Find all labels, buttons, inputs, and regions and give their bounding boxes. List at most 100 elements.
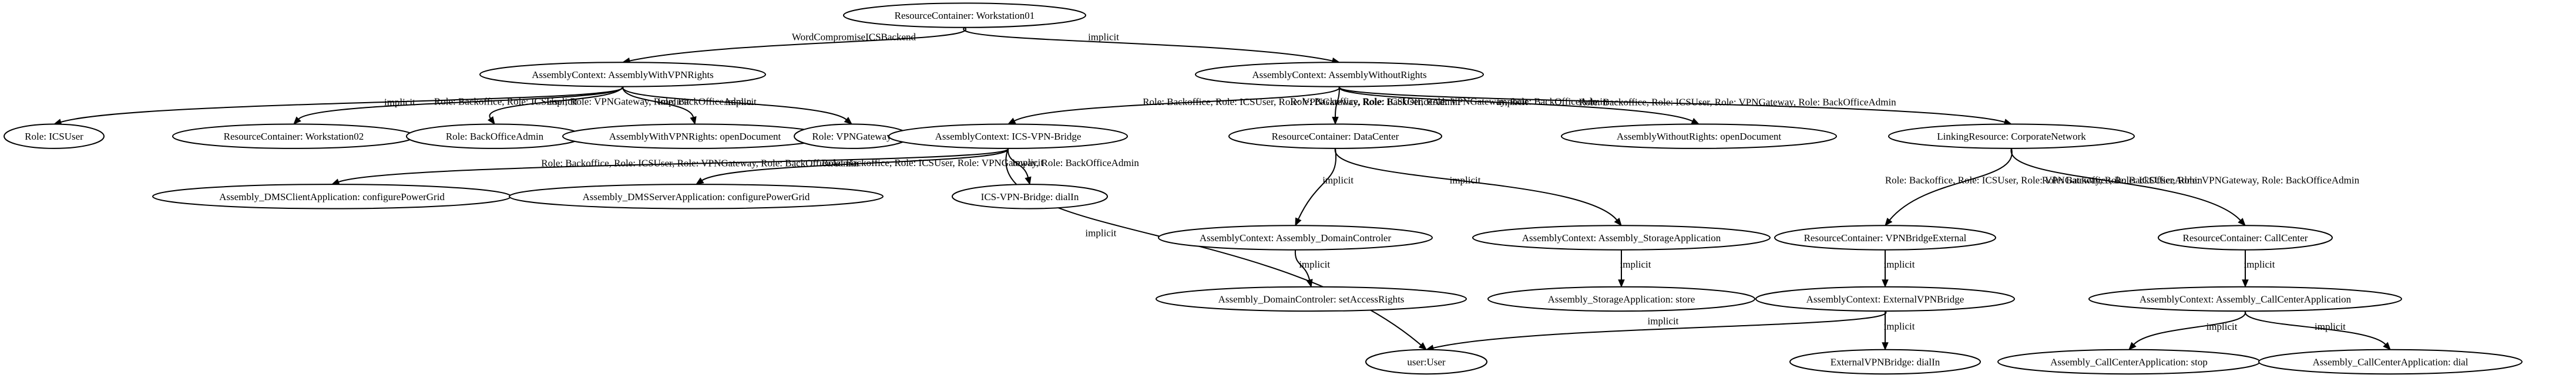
node-callStop: Assembly_CallCenterApplication: stop [1997, 349, 2261, 375]
edge-arrowhead [2383, 342, 2391, 350]
node-ellipse [509, 184, 884, 210]
edge-arrowhead [488, 116, 495, 125]
edge-line [622, 86, 694, 118]
edge-label: implicit [1620, 259, 1651, 270]
edge-acWith-to-roleBOA: implicit [488, 86, 623, 125]
edge-icsBridge-to-icsDial: implicit [1007, 148, 1043, 185]
edge-line [2010, 148, 2241, 221]
edge-arrowhead [1618, 279, 1625, 288]
node-ws02: ResourceContainer: Workstation02 [172, 123, 415, 149]
node-acDomain: AssemblyContext: Assembly_DomainControle… [1158, 225, 1433, 251]
node-label: AssemblyWithVPNRights: openDocument [609, 131, 781, 142]
node-ellipse [1755, 286, 2015, 312]
edge-label: WordCompromiseICSBackend [792, 32, 916, 43]
edge-icsBridge-to-user: implicit [1005, 148, 1427, 350]
node-storageStore: Assembly_StorageApplication: store [1487, 286, 1755, 312]
node-ellipse [888, 123, 1128, 149]
edge-line [2244, 310, 2386, 345]
edge-label: implicit [1322, 174, 1354, 185]
node-label: Assembly_StorageApplication: store [1548, 293, 1695, 305]
edge-acExtVPN-to-user: implicit [1425, 310, 1887, 352]
edge-vpnExt-to-acExtVPN: implicit [1882, 249, 1915, 288]
node-ellipse [1156, 286, 1467, 312]
edge-line [1298, 148, 1337, 219]
node-dmsServer: Assembly_DMSServerApplication: configure… [509, 184, 884, 210]
node-label: AssemblyContext: AssemblyWithoutRights [1252, 69, 1426, 80]
edge-dataCenter-to-acStorage: implicit [1334, 148, 1622, 227]
node-label: ResourceContainer: Workstation01 [895, 10, 1035, 21]
edge-label: implicit [2315, 321, 2346, 332]
edge-acExtVPN-to-extDial: implicit [1882, 311, 1915, 351]
node-label: Assembly_DomainControler: setAccessRight… [1218, 293, 1405, 305]
edge-arrowhead [690, 116, 697, 125]
edge-line [1294, 249, 1311, 281]
node-label: Assembly_CallCenterApplication: stop [2050, 357, 2208, 368]
node-ellipse [952, 184, 1108, 210]
node-extDial: ExternalVPNBridge: dialIn [1789, 349, 1981, 375]
edge-corpNet-to-callCenter: Role: Backoffice, Role: ICSUser, Role: V… [2010, 148, 2360, 227]
edge-label: implicit [2206, 321, 2238, 332]
node-label: AssemblyContext: Assembly_CallCenterAppl… [2140, 293, 2352, 305]
edge-label: implicit [1299, 259, 1330, 270]
edge-arrowhead [293, 116, 301, 125]
edge-arrowhead [2238, 218, 2246, 227]
node-icsDial: ICS-VPN-Bridge: dialIn [952, 184, 1108, 210]
edge-acCall-to-callStop: implicit [2128, 310, 2246, 350]
node-label: Assembly_DMSServerApplication: configure… [583, 191, 810, 202]
edge-line [622, 86, 847, 120]
node-ellipse [479, 62, 766, 87]
edge-line [1338, 86, 1693, 122]
node-roleVPN: Role: VPNGateway [794, 123, 910, 149]
edge-arrowhead [1882, 342, 1889, 351]
node-ellipse [1228, 123, 1442, 149]
node-label: AssemblyContext: ICS-VPN-Bridge [935, 131, 1082, 142]
node-label: ExternalVPNBridge: dialIn [1831, 357, 1940, 368]
edge-line [1334, 148, 1618, 221]
node-acExtVPN: AssemblyContext: ExternalVPNBridge [1755, 286, 2015, 312]
edge-line [489, 86, 623, 119]
edge-line [1007, 148, 1029, 178]
edge-arrowhead [844, 117, 852, 125]
edge-arrowhead [1306, 279, 1313, 288]
edge-arrowhead [695, 177, 704, 185]
node-ellipse [4, 123, 105, 149]
node-ellipse [2158, 225, 2333, 251]
node-ellipse [1561, 123, 1837, 149]
edge-label: Role: Backoffice, Role: ICSUser, Role: V… [1578, 96, 1896, 107]
edge-callCenter-to-acCall: implicit [2242, 249, 2275, 288]
node-label: Role: VPNGateway [812, 131, 892, 142]
node-user: user:User [1365, 349, 1487, 375]
node-label: Assembly_DMSClientApplication: configure… [219, 191, 445, 202]
edge-line [1889, 148, 2013, 221]
edge-label: implicit [1088, 32, 1119, 43]
node-ellipse [2258, 349, 2523, 375]
edge-acWith-to-roleVPN: implicit [622, 86, 852, 125]
edge-line [701, 147, 1009, 181]
edge-acWith-to-ws02: Role: Backoffice, Role: ICSUser, Role: V… [293, 86, 752, 125]
edge-label: implicit [1648, 316, 1679, 327]
node-label: LinkingResource: CorporateNetwork [1937, 131, 2086, 142]
edge-line [1338, 86, 2005, 123]
node-roleICS: Role: ICSUser [4, 123, 105, 149]
node-acWith: AssemblyContext: AssemblyWithVPNRights [479, 62, 766, 87]
node-label: ICS-VPN-Bridge: dialIn [981, 191, 1079, 202]
node-ellipse [1472, 225, 1771, 251]
edge-line [61, 86, 624, 123]
edge-line [338, 147, 1009, 183]
edge-label: implicit [1450, 175, 1481, 186]
node-ellipse [1888, 123, 2135, 149]
node-callDial: Assembly_CallCenterApplication: dial [2258, 349, 2523, 375]
edge-arrowhead [1885, 217, 1893, 227]
edge-label: implicit [1497, 96, 1528, 107]
node-label: ResourceContainer: CallCenter [2183, 232, 2308, 244]
node-label: AssemblyWithoutRights: openDocument [1617, 131, 1782, 142]
edge-arrowhead [1882, 279, 1889, 288]
node-label: AssemblyContext: Assembly_DomainControle… [1200, 232, 1392, 244]
node-corpNet: LinkingResource: CorporateNetwork [1888, 123, 2135, 149]
edge-arrowhead [1025, 176, 1032, 185]
node-label: AssemblyContext: AssemblyWithVPNRights [532, 69, 714, 80]
edge-acStorage-to-storageStore: implicit [1618, 249, 1651, 288]
edge-label: implicit [1085, 228, 1116, 239]
